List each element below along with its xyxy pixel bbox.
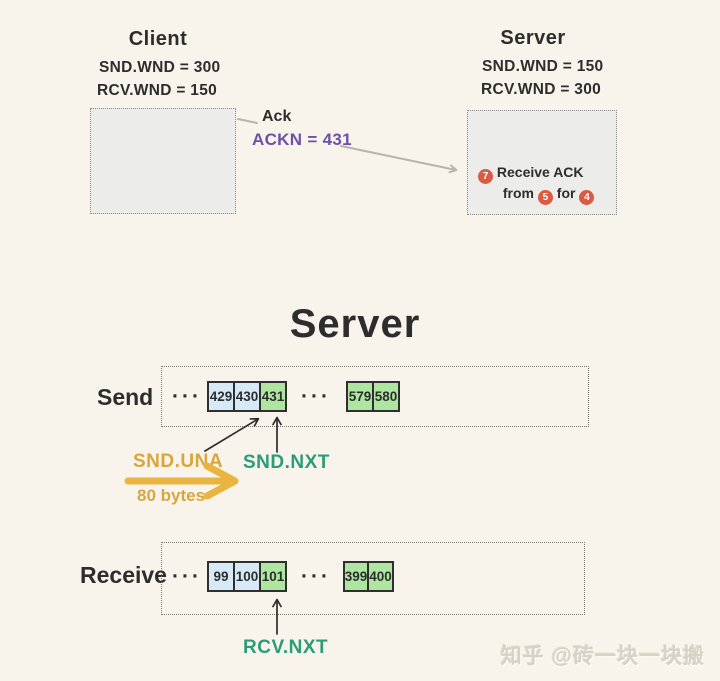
client-to-ack-connector <box>237 118 258 124</box>
step-4-badge: 4 <box>579 190 595 205</box>
server-note-for: for <box>556 185 576 201</box>
send-buffer-box <box>161 366 589 427</box>
client-title: Client <box>128 28 188 50</box>
snd-nxt-label: SND.NXT <box>243 452 330 473</box>
receive-cells-read: 99 100 101 <box>207 561 287 592</box>
server-snd-wnd: SND.WND = 150 <box>482 58 604 75</box>
server-note-line1: Receive ACK <box>496 164 584 180</box>
send-cell-430: 430 <box>233 381 261 412</box>
receive-cell-399: 399 <box>343 561 369 592</box>
receive-cell-101: 101 <box>259 561 287 592</box>
send-cell-580: 580 <box>372 381 400 412</box>
send-cell-429: 429 <box>207 381 235 412</box>
step-7-badge: 7 <box>478 169 493 184</box>
send-cells-acked: 429 430 431 <box>207 381 287 412</box>
ack-label: Ack <box>262 108 292 125</box>
send-ellipsis-left: ··· <box>172 385 202 408</box>
ackn-value: ACKN = 431 <box>252 130 352 149</box>
server-note-from: from <box>502 185 535 201</box>
send-cells-window-end: 579 580 <box>346 381 400 412</box>
receive-cell-99: 99 <box>207 561 235 592</box>
snd-una-bytes-label: 80 bytes <box>137 486 206 505</box>
receive-ellipsis-left: ··· <box>172 565 202 588</box>
receive-ellipsis-mid: ··· <box>301 565 331 588</box>
receive-cells-window-end: 399 400 <box>343 561 394 592</box>
send-cell-579: 579 <box>346 381 374 412</box>
client-snd-wnd: SND.WND = 300 <box>99 59 221 76</box>
send-ellipsis-mid: ··· <box>301 385 331 408</box>
server-note: 7 Receive ACK from 5 for 4 <box>478 163 608 205</box>
receive-row-label: Receive <box>80 562 167 588</box>
section-title-server: Server <box>289 302 421 346</box>
receive-cell-100: 100 <box>233 561 261 592</box>
send-cell-431: 431 <box>259 381 287 412</box>
rcv-nxt-label: RCV.NXT <box>243 637 329 658</box>
ack-arrow <box>340 145 458 174</box>
watermark: 知乎 @砖一块一块搬 <box>500 645 705 668</box>
snd-una-label: SND.UNA <box>133 451 224 472</box>
client-rcv-wnd: RCV.WND = 150 <box>97 82 218 99</box>
server-title-top: Server <box>500 27 566 49</box>
receive-cell-400: 400 <box>367 561 394 592</box>
receive-buffer-box <box>161 542 585 615</box>
step-5-badge: 5 <box>537 190 553 205</box>
client-state-box <box>90 108 236 214</box>
send-row-label: Send <box>97 384 154 410</box>
server-state-box: 7 Receive ACK from 5 for 4 <box>467 110 617 215</box>
server-rcv-wnd: RCV.WND = 300 <box>481 81 602 98</box>
